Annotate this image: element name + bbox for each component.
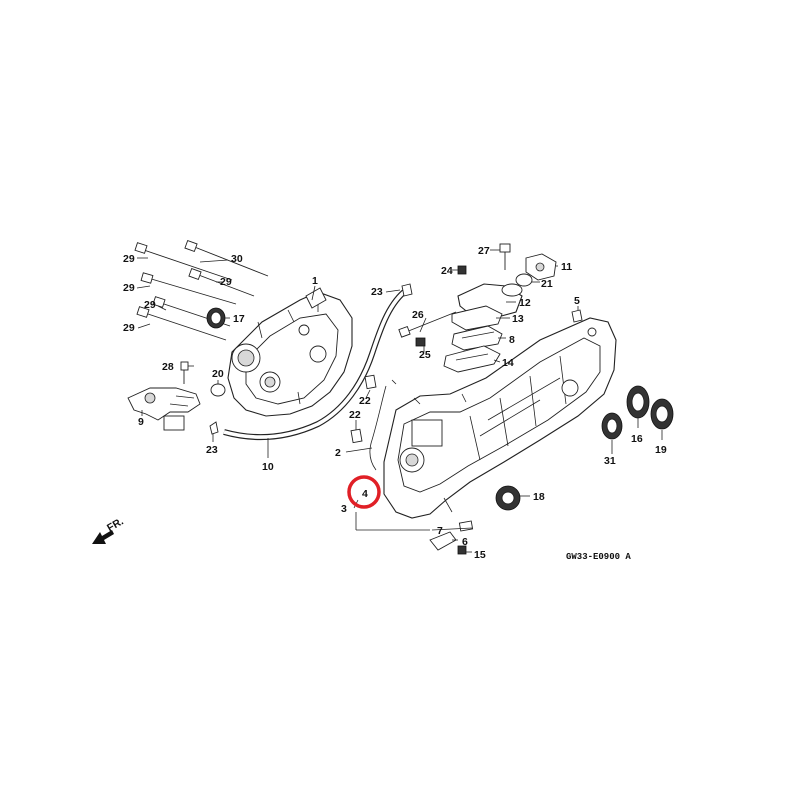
dowel-pins-22[interactable] [350,374,377,444]
label-3: 3 [341,503,347,515]
bolt-15[interactable] [457,545,467,555]
label-13: 13 [512,313,524,325]
label-29e: 29 [123,322,135,334]
gasket-14[interactable] [443,345,501,373]
label-31: 31 [604,455,616,467]
label-18: 18 [533,491,545,503]
label-29a: 29 [123,253,135,265]
label-19: 19 [655,444,667,456]
label-21: 21 [541,278,553,290]
oil-seal-19[interactable] [650,398,674,430]
o-ring-21[interactable] [515,273,533,287]
label-28: 28 [162,361,174,373]
label-29c: 29 [220,276,232,288]
bolt-27[interactable] [499,243,511,270]
oil-seal-17[interactable] [206,307,226,329]
o-ring-20[interactable] [210,383,226,397]
label-24: 24 [441,265,453,277]
left-crankcase-half[interactable] [227,287,353,417]
diagram-code: GW33-E0900 A [566,552,631,562]
bearing-16[interactable] [626,385,650,419]
label-29d: 29 [144,299,156,311]
dowel-pin-7[interactable] [458,520,474,532]
auto-choke-assembly-9[interactable] [127,387,201,431]
front-arrow-icon [92,530,114,544]
label-12: 12 [519,297,531,309]
bearing-31[interactable] [601,412,623,440]
label-9: 9 [138,416,144,428]
label-22a: 22 [359,395,371,407]
front-label: FR. [105,515,126,534]
label-20: 20 [212,368,224,380]
label-23a: 23 [206,444,218,456]
label-11: 11 [561,261,572,273]
label-4: 4 [362,488,368,500]
front-direction-indicator: FR. [92,515,126,544]
label-1: 1 [312,275,318,287]
bolt-25[interactable] [415,337,426,347]
label-10: 10 [262,461,274,473]
oil-seal-18[interactable] [495,485,521,511]
part-labels: 29 30 29 29 29 29 1 17 28 20 9 23 10 23 … [123,245,667,561]
bracket-6[interactable] [429,531,457,551]
bolt-24[interactable] [457,265,467,275]
label-6: 6 [462,536,468,548]
label-30: 30 [231,253,243,265]
right-crankcase-half[interactable] [383,317,617,519]
label-5: 5 [574,295,580,307]
label-14: 14 [502,357,514,369]
bolt-26[interactable] [398,311,457,338]
pin-5[interactable] [571,309,583,323]
clip-23[interactable] [209,421,219,435]
label-8: 8 [509,334,515,346]
label-15: 15 [474,549,486,561]
label-7: 7 [437,525,443,537]
reed-valve-8[interactable] [451,325,503,351]
label-16: 16 [631,433,643,445]
label-17: 17 [233,313,245,325]
label-27: 27 [478,245,490,257]
label-25: 25 [419,349,431,361]
label-26: 26 [412,309,424,321]
label-29b: 29 [123,282,135,294]
insulator-13[interactable] [451,305,503,331]
label-2: 2 [335,447,341,459]
cover-11[interactable] [525,253,557,281]
highlight-circle [347,475,381,509]
label-23b: 23 [371,286,383,298]
breather-tube-10[interactable] [223,289,407,440]
crankcase-bolts-29[interactable] [134,239,269,341]
label-22b: 22 [349,409,361,421]
clip-23b[interactable] [401,283,413,297]
bolt-28[interactable] [180,361,189,384]
gasket-2[interactable] [369,379,397,471]
